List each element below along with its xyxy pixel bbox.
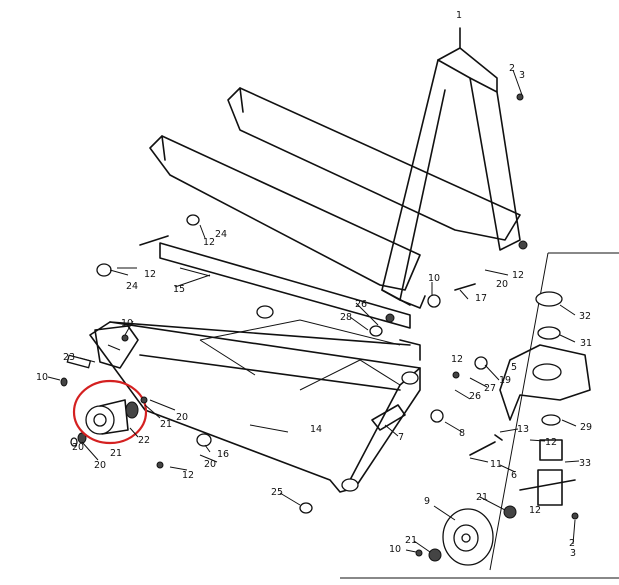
part-label: 10	[36, 372, 48, 383]
chassis-frame-part	[89, 319, 421, 493]
part-label: 9	[424, 496, 430, 507]
part-label: 12	[182, 470, 194, 481]
bracket-part	[66, 325, 139, 369]
part-label: 21	[160, 419, 172, 430]
part-label: 13	[517, 424, 529, 435]
part-label: 20	[94, 460, 106, 471]
part-label: 20	[204, 459, 216, 470]
part-label: 29	[580, 422, 592, 433]
part-number-labels: 1 2 3 12 24 12 24 15 10 12 17 20 26 28 2…	[36, 10, 592, 559]
part-label: 25	[271, 487, 283, 498]
part-label: 10	[389, 544, 401, 555]
part-label: 26	[469, 391, 481, 402]
part-label: 3	[519, 70, 525, 81]
part-label: 28	[340, 312, 352, 323]
steer-wheel-part	[442, 508, 494, 566]
part-label: 31	[580, 338, 592, 349]
part-label: 20	[72, 442, 84, 453]
part-label: 27	[484, 383, 496, 394]
shaft-part	[159, 242, 411, 329]
part-label: 12	[512, 270, 524, 281]
part-label: 17	[475, 293, 487, 304]
part-label: 12	[144, 269, 156, 280]
part-label: 10	[121, 318, 133, 329]
leader-lines	[47, 69, 580, 553]
part-label: 11	[490, 459, 502, 470]
part-label: 21	[405, 535, 417, 546]
part-label: 23	[63, 352, 75, 363]
part-label: 5	[511, 362, 517, 373]
handle-frame-part	[381, 27, 521, 309]
part-label: 20	[496, 279, 508, 290]
part-label: 24	[126, 281, 138, 292]
part-label: 6	[511, 470, 517, 481]
part-label: 20	[176, 412, 188, 423]
part-label: 12	[451, 354, 463, 365]
highlight-circle	[72, 379, 148, 445]
part-label: 12	[203, 237, 215, 248]
part-label: 7	[398, 432, 404, 443]
front-roller-assembly	[70, 379, 148, 447]
part-label: 24	[215, 229, 227, 240]
part-label: 21	[476, 492, 488, 503]
part-label: 1	[456, 10, 462, 21]
part-label: 12	[545, 437, 557, 448]
forks-part	[149, 87, 521, 291]
hardware-parts	[60, 93, 579, 562]
part-label: 15	[173, 284, 185, 295]
steering-assembly	[499, 291, 591, 506]
part-label: 12	[529, 505, 541, 516]
part-label: 3	[570, 548, 576, 559]
part-label: 32	[579, 311, 591, 322]
part-label: 8	[459, 428, 465, 439]
part-label: 19	[499, 375, 511, 386]
part-label: 10	[428, 273, 440, 284]
part-label: 2	[509, 63, 515, 74]
part-label: 16	[217, 449, 229, 460]
assembly-frame-line	[340, 252, 619, 579]
part-label: 2	[569, 538, 575, 549]
part-label: 26	[355, 299, 367, 310]
part-label: 21	[110, 448, 122, 459]
part-label: 14	[310, 424, 322, 435]
part-label: 33	[579, 458, 591, 469]
part-label: 22	[138, 435, 150, 446]
